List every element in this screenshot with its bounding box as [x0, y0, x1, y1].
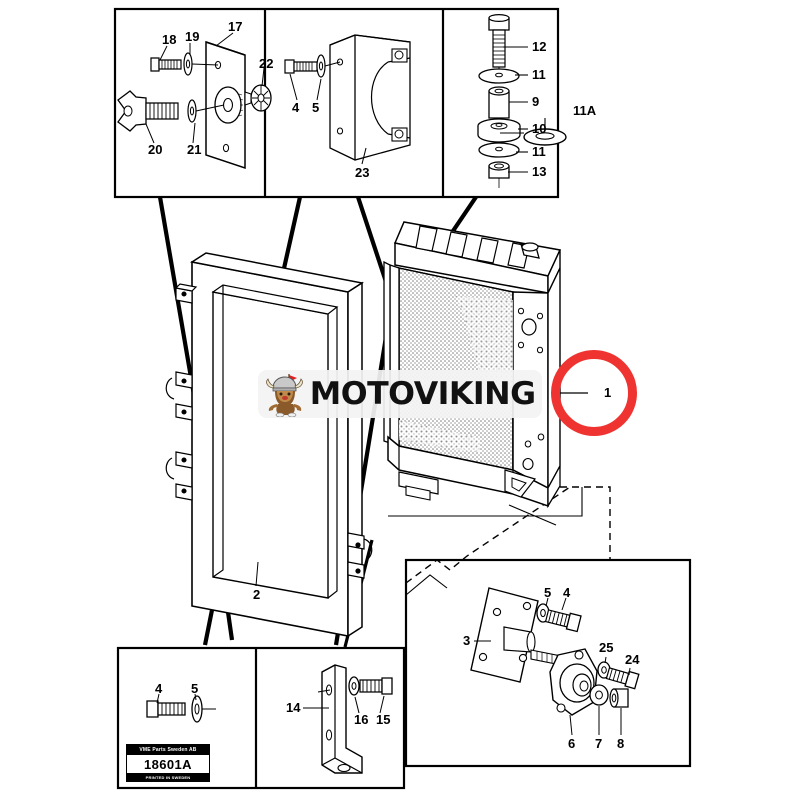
- callout-leaders-tl: [145, 32, 265, 144]
- callout-4-br: 4: [563, 585, 571, 600]
- title-block-company: VME Parts Sweden AB: [127, 745, 209, 755]
- motoviking-watermark: MOTOVIKING: [258, 370, 542, 418]
- callout-6: 6: [568, 736, 576, 751]
- watermark-text: MOTOVIKING: [309, 376, 536, 412]
- callout-leaders-tm: [289, 73, 367, 165]
- callout-24: 24: [625, 652, 640, 667]
- red-circle-highlight: [551, 350, 637, 436]
- callout-11-lower: 11: [532, 144, 546, 159]
- title-block: VME Parts Sweden AB 18601A PRINTED IN SW…: [126, 744, 210, 782]
- callout-5-bl: 5: [191, 681, 199, 696]
- callout-11a: 11A: [573, 103, 597, 118]
- detail-bottom-left-parts: [146, 695, 216, 723]
- callout-23: 23: [355, 165, 370, 180]
- callout-25: 25: [599, 640, 614, 655]
- callout-leaders-bm: [303, 689, 385, 714]
- callout-7: 7: [595, 736, 603, 751]
- detail-bottom-right-parts: [470, 587, 640, 716]
- callout-2: 2: [253, 587, 261, 602]
- callout-leaders-bl: [156, 693, 197, 704]
- callout-leader-2: [255, 561, 259, 587]
- callout-12: 12: [532, 39, 547, 54]
- callout-9: 9: [532, 94, 540, 109]
- callout-14: 14: [286, 700, 301, 715]
- callout-20: 20: [148, 142, 163, 157]
- callout-8: 8: [617, 736, 625, 751]
- callout-15: 15: [376, 712, 391, 727]
- callout-13: 13: [532, 164, 547, 179]
- callout-10: 10: [532, 121, 547, 136]
- callout-4-tm: 4: [292, 100, 300, 115]
- callout-leaders-br: [474, 597, 631, 736]
- radiator-assembly: [383, 221, 562, 509]
- callout-4-bl: 4: [155, 681, 163, 696]
- projection-lines: [405, 486, 611, 584]
- callout-1: 1: [604, 385, 612, 400]
- callout-16: 16: [354, 712, 369, 727]
- title-block-footer: PRINTED IN SWEDEN: [127, 773, 209, 781]
- viking-mascot-logo: [264, 371, 308, 418]
- callout-3: 3: [463, 633, 471, 648]
- callout-19: 19: [185, 29, 200, 44]
- callout-18: 18: [162, 32, 177, 47]
- detail-top-left-parts: [117, 40, 272, 170]
- detail-box-frames: [113, 7, 692, 790]
- detail-top-mid-parts: [284, 34, 411, 161]
- projection-lines-solid: [405, 504, 557, 596]
- callout-5-br: 5: [544, 585, 552, 600]
- callout-11-upper: 11: [532, 67, 546, 82]
- callout-5-tm: 5: [312, 100, 320, 115]
- fan-shroud-frame: [165, 252, 373, 638]
- callout-17: 17: [228, 19, 243, 34]
- callout-22: 22: [259, 56, 274, 71]
- ground-line: [388, 487, 583, 517]
- title-block-drawing-number: 18601A: [144, 756, 192, 772]
- detail-top-right-parts: [477, 14, 567, 188]
- callout-leaders-tr: [500, 46, 546, 173]
- callout-21: 21: [187, 142, 202, 157]
- detail-bottom-mid-parts: [321, 664, 393, 774]
